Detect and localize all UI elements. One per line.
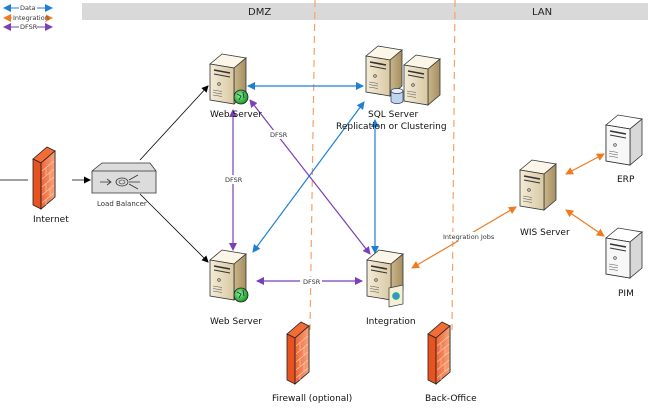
- integration-wis-to-erp: [565, 153, 605, 175]
- sql-server-node[interactable]: [365, 45, 441, 106]
- integration-wis-to-pim: [565, 209, 605, 237]
- integration-label: Integration: [366, 317, 416, 327]
- firewall-icon: [286, 321, 310, 385]
- globe-icon: [233, 287, 249, 303]
- erp-node[interactable]: [605, 114, 643, 166]
- web-server-bottom-label: Web Server: [210, 317, 262, 327]
- legend: Data Integration DFSR: [3, 4, 53, 31]
- pim-node[interactable]: [605, 227, 643, 279]
- server-icon: [605, 227, 643, 279]
- zone-label-lan: LAN: [532, 7, 552, 18]
- firewall-optional-node[interactable]: [286, 321, 310, 385]
- edge-label-dfsr-horizontal: DFSR: [303, 278, 321, 286]
- server-icon: [605, 114, 643, 166]
- internet-firewall-node[interactable]: [32, 146, 56, 210]
- database-icon: [390, 88, 404, 104]
- server-icon: [519, 159, 557, 211]
- document-globe-icon: [388, 284, 404, 308]
- wis-server-label: WIS Server: [520, 228, 570, 238]
- edge-label-dfsr-diagonal: DFSR: [270, 131, 288, 139]
- sql-server-label-line1: SQL Server: [368, 110, 418, 120]
- lb-to-webserver-top-arrow: [139, 85, 209, 161]
- web-server-top-label: Web Server: [210, 110, 262, 120]
- legend-dfsr-label: DFSR: [20, 23, 38, 31]
- globe-icon: [233, 89, 249, 105]
- lb-to-webserver-bottom-arrow: [139, 193, 209, 263]
- firewall-optional-label: Firewall (optional): [272, 394, 352, 404]
- load-balancer-node[interactable]: [91, 162, 157, 194]
- sql-server-label-line2: Replication or Clustering: [336, 122, 447, 132]
- edge-label-dfsr-vertical: DFSR: [225, 176, 243, 184]
- internet-label: Internet: [33, 215, 69, 225]
- pim-label: PIM: [618, 289, 634, 299]
- firewall-icon: [427, 321, 451, 385]
- firewall-icon: [32, 146, 56, 210]
- zone-header-bar: [82, 3, 648, 20]
- dfsr-web-top-to-integration: [249, 99, 371, 255]
- server-icon-secondary: [403, 54, 441, 106]
- web-server-top-node[interactable]: [209, 53, 249, 105]
- edge-label-integration-jobs: Integration Jobs: [443, 233, 495, 241]
- legend-data-label: Data: [20, 4, 36, 12]
- load-balancer-label: Load Balancer: [97, 200, 147, 208]
- boundary-backoffice-line: [451, 0, 456, 331]
- legend-integration-label: Integration: [13, 14, 49, 22]
- back-office-node[interactable]: [427, 321, 451, 385]
- web-server-bottom-node[interactable]: [209, 249, 249, 303]
- back-office-label: Back-Office: [425, 394, 477, 404]
- erp-label: ERP: [617, 175, 635, 185]
- zone-label-dmz: DMZ: [248, 7, 271, 18]
- wis-server-node[interactable]: [519, 159, 557, 211]
- integration-node[interactable]: [366, 249, 404, 308]
